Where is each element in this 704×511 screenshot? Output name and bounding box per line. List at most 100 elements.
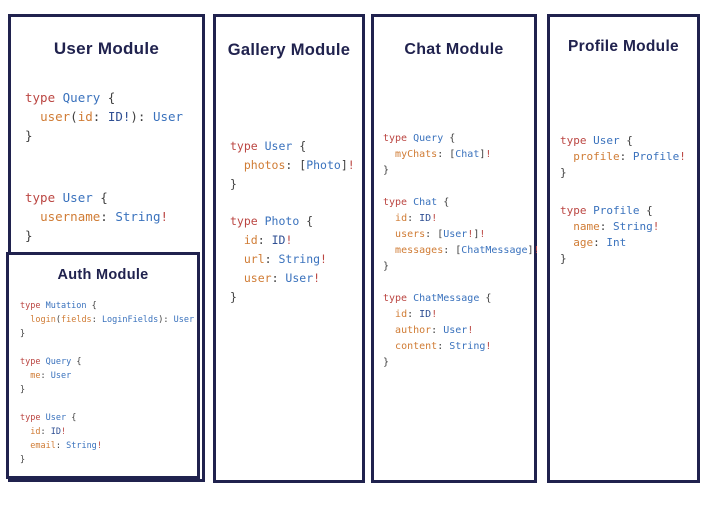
code-token: ] — [527, 245, 534, 256]
code-token: ID — [419, 213, 432, 224]
code-token — [20, 315, 30, 325]
code-token: profile — [573, 150, 620, 163]
code-token — [230, 252, 244, 266]
code-line: url: String! — [230, 250, 355, 269]
code-block: type Profile { name: String! age: Int} — [560, 203, 686, 267]
code-token: } — [230, 290, 237, 304]
code-line: user(id: ID!): User — [25, 107, 183, 126]
code-token: String — [66, 441, 97, 451]
code-token — [383, 149, 395, 160]
code-token: User — [443, 325, 468, 336]
code-token: : [ — [437, 149, 456, 160]
code-token: ID! — [107, 109, 131, 124]
code-token: User — [443, 229, 468, 240]
code-token: User — [593, 134, 627, 147]
code-token: } — [560, 166, 567, 179]
profile-module-code: type User { profile: Profile!}type Profi… — [560, 133, 686, 289]
code-token: String — [115, 209, 161, 224]
code-token: Query — [45, 357, 77, 367]
code-line: users: [User!]! — [383, 227, 540, 243]
code-line: email: String! — [20, 439, 194, 453]
code-token — [560, 150, 573, 163]
code-token: { — [449, 133, 456, 144]
code-token: ! — [467, 325, 474, 336]
code-token: type — [25, 190, 63, 205]
code-token: type — [560, 204, 594, 217]
code-token — [230, 158, 244, 172]
code-line: } — [20, 453, 194, 467]
code-token: : — [431, 325, 444, 336]
code-token: ( — [70, 109, 78, 124]
code-token: Mutation — [45, 301, 92, 311]
code-token: : — [264, 252, 279, 266]
code-token: id — [395, 309, 408, 320]
code-token: { — [91, 301, 97, 311]
user-module-code: type Query { user(id: ID!): User} type Us… — [25, 88, 183, 288]
code-token: type — [383, 293, 414, 304]
code-token — [25, 109, 40, 124]
code-token: { — [306, 214, 314, 228]
code-token: { — [299, 139, 307, 153]
code-token: type — [20, 413, 46, 423]
code-token: } — [560, 252, 567, 265]
code-token — [560, 236, 573, 249]
auth-module-box: Auth Module type Mutation { login(fields… — [6, 252, 200, 479]
code-token: type — [230, 139, 265, 153]
code-token: } — [230, 177, 237, 191]
code-line: photos: [Photo]! — [230, 156, 355, 175]
code-line: type User { — [560, 133, 686, 149]
code-line: messages: [ChatMessage]! — [383, 243, 540, 259]
code-line: } — [383, 163, 540, 179]
code-token: User — [285, 271, 314, 285]
code-token: } — [25, 128, 33, 143]
code-token: ! — [320, 252, 327, 266]
code-line: type User { — [230, 137, 355, 156]
code-token: ! — [431, 309, 438, 320]
code-line: login(fields: LoginFields): User — [20, 313, 194, 327]
code-token: ! — [533, 245, 540, 256]
code-token: type — [383, 197, 414, 208]
code-token — [20, 427, 30, 437]
code-token: : — [593, 236, 607, 249]
code-line: } — [560, 165, 686, 181]
code-block: type Photo { id: ID! url: String! user: … — [230, 212, 355, 307]
code-line: type Chat { — [383, 195, 540, 211]
code-block: type Query { me: User} — [20, 355, 194, 397]
code-line: profile: Profile! — [560, 149, 686, 165]
code-token: } — [383, 261, 390, 272]
code-token — [25, 209, 40, 224]
code-token — [20, 371, 30, 381]
code-line: type Query { — [25, 88, 183, 107]
code-token: User — [62, 190, 101, 205]
code-line: } — [383, 355, 540, 371]
gallery-module-code: type User { photos: [Photo]!}type Photo … — [230, 137, 355, 325]
auth-module-title: Auth Module — [57, 267, 149, 283]
code-token: } — [20, 385, 26, 395]
code-line: } — [25, 226, 183, 245]
code-line: } — [20, 383, 194, 397]
code-token: : — [407, 213, 420, 224]
code-token: { — [626, 134, 633, 147]
code-block: type Query { myChats: [Chat]!} — [383, 131, 540, 179]
code-token — [230, 233, 244, 247]
code-token: : — [599, 220, 613, 233]
code-token: LoginFields — [101, 315, 159, 325]
code-token: ] — [340, 158, 348, 172]
code-token: : — [271, 271, 286, 285]
profile-module-title: Profile Module — [568, 38, 679, 55]
code-block: type Chat { id: ID! users: [User!]! mess… — [383, 195, 540, 275]
code-token: type — [20, 301, 46, 311]
code-token: login — [30, 315, 56, 325]
code-token: : [ — [443, 245, 462, 256]
code-line: age: Int — [560, 235, 686, 251]
code-token: Photo — [306, 158, 341, 172]
code-token: { — [71, 413, 77, 423]
code-token: ! — [679, 150, 686, 163]
code-token — [20, 441, 30, 451]
code-token: : [ — [425, 229, 444, 240]
code-block: type Query { user(id: ID!): User} — [25, 88, 183, 145]
code-token: ! — [347, 158, 355, 172]
code-token: myChats — [395, 149, 438, 160]
code-token: { — [646, 204, 653, 217]
gallery-module-box: Gallery Module type User { photos: [Phot… — [213, 14, 365, 483]
